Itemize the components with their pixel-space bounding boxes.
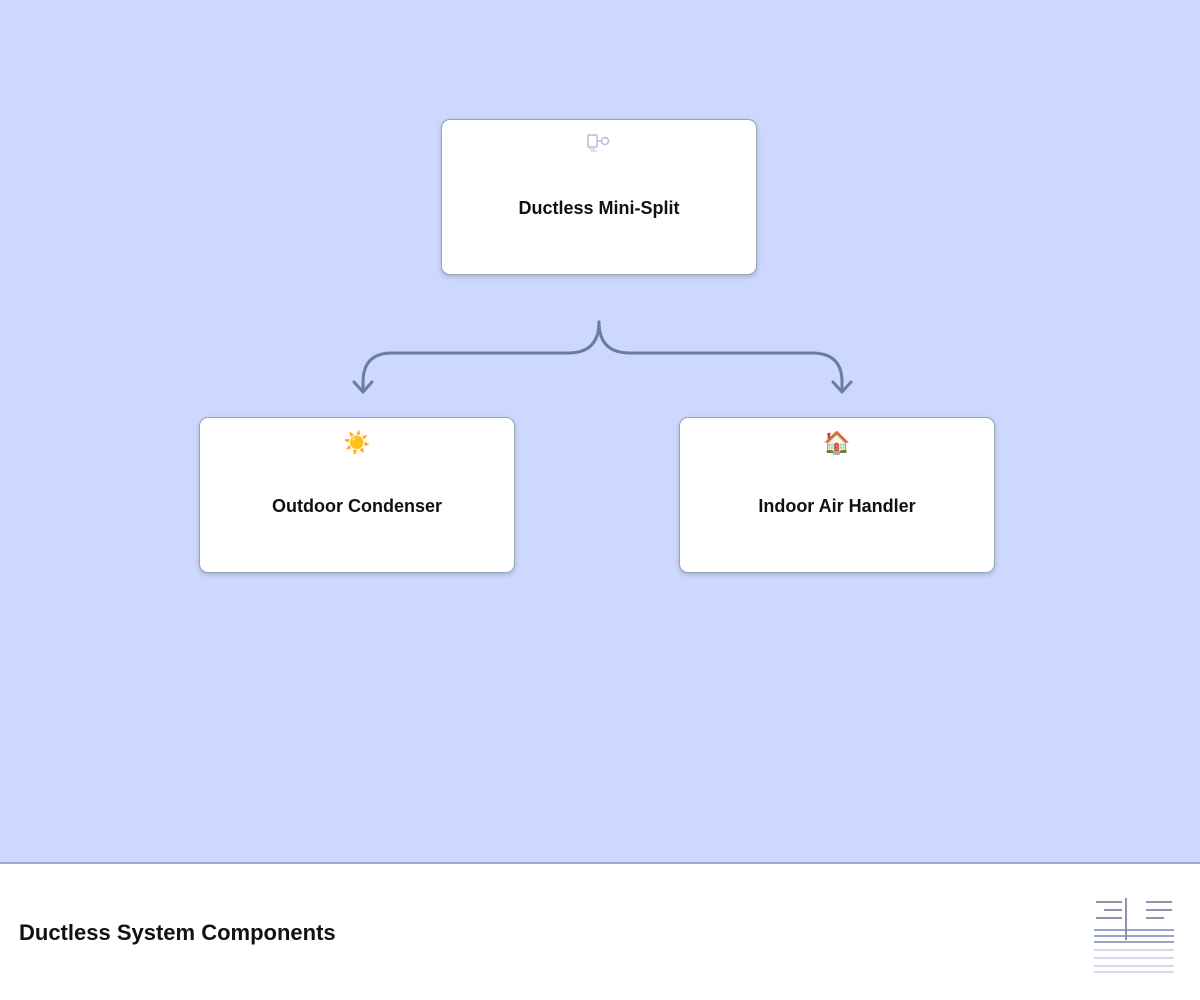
node-label: Indoor Air Handler <box>758 496 916 516</box>
connector-to-indoor-air-handler <box>597 320 844 392</box>
diagram-canvas: Ductless Mini-Split ☀️ Outdoor Condenser… <box>0 0 1200 862</box>
node-label: Outdoor Condenser <box>272 496 442 516</box>
company-logo-icon <box>1094 898 1174 973</box>
connector-lines <box>352 320 853 394</box>
arrowhead-indoor-air-handler <box>831 380 853 394</box>
house-icon: 🏠 <box>823 430 851 455</box>
node-ductless-mini-split: Ductless Mini-Split <box>441 119 757 275</box>
sun-icon: ☀️ <box>343 430 371 455</box>
mini-split-icon <box>442 132 756 160</box>
node-outdoor-condenser: ☀️ Outdoor Condenser <box>199 417 515 573</box>
footer-bar: Ductless System Components <box>0 862 1200 1000</box>
diagram-title: Ductless System Components <box>19 920 336 945</box>
arrowhead-outdoor-condenser <box>352 380 374 394</box>
node-label: Ductless Mini-Split <box>518 198 680 218</box>
node-indoor-air-handler: 🏠 Indoor Air Handler <box>679 417 995 573</box>
connector-to-outdoor-condenser <box>361 320 601 392</box>
